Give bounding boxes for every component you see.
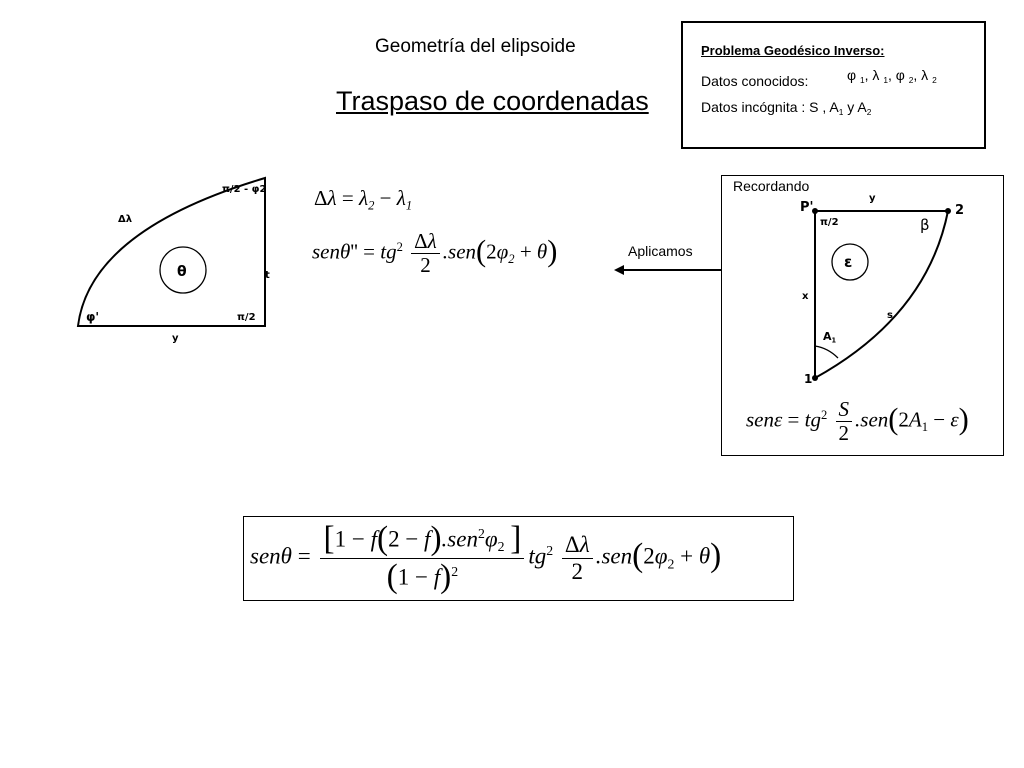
label-theta: θ: [177, 264, 187, 280]
label-vertex-2: 2: [955, 203, 965, 218]
label-pi2: π/2: [237, 312, 256, 323]
main-formula-box: senθ = [1 − f(2 − f).sen2φ2 ] (1 − f)2 t…: [243, 516, 794, 601]
theta-circle: [159, 246, 207, 294]
label-vertex-1: 1: [804, 372, 813, 386]
known-label: Datos conocidos:: [701, 73, 809, 89]
label-beta: β: [920, 216, 930, 234]
label-a1: A1: [823, 330, 837, 345]
label-s: s: [887, 310, 893, 321]
sector-diagram: [76, 176, 266, 327]
label-delta-lambda: Δλ: [118, 214, 133, 225]
recordando-box: Recordando P' y 2 π/2 β ε x s A1 1 senε …: [721, 175, 1004, 456]
label-p-prime: P': [800, 200, 814, 215]
label-t: t: [265, 270, 270, 281]
label-phi-prime: φ': [86, 310, 100, 324]
label-pi2-minus-phi2: π/2 - φ2: [222, 184, 267, 195]
known-values: φ 1, λ 1, φ 2, λ 2: [847, 67, 937, 85]
main-formula: senθ = [1 − f(2 − f).sen2φ2 ] (1 − f)2 t…: [250, 520, 722, 595]
slide-subtitle: Geometría del elipsoide: [375, 36, 576, 57]
label-x: x: [802, 291, 809, 302]
problem-box: Problema Geodésico Inverso: Datos conoci…: [681, 21, 986, 149]
arrow-label: Aplicamos: [628, 243, 693, 259]
label-pi2: π/2: [820, 217, 839, 228]
arrow-left: [614, 265, 722, 275]
epsilon-circle: [831, 243, 869, 281]
sector-outline: [76, 176, 266, 327]
label-y: y: [172, 333, 179, 344]
label-epsilon: ε: [844, 253, 853, 271]
slide-title: Traspaso de coordenadas: [336, 86, 649, 116]
recordando-title: Recordando: [733, 178, 810, 194]
label-y: y: [869, 193, 876, 204]
formula-delta-lambda: Δλ = λ2 − λ1: [314, 186, 413, 213]
problem-heading: Problema Geodésico Inverso:: [701, 43, 885, 58]
triangle-diagram: [812, 208, 951, 381]
unknown-data: Datos incógnita : S , A1 y A2: [701, 99, 872, 117]
